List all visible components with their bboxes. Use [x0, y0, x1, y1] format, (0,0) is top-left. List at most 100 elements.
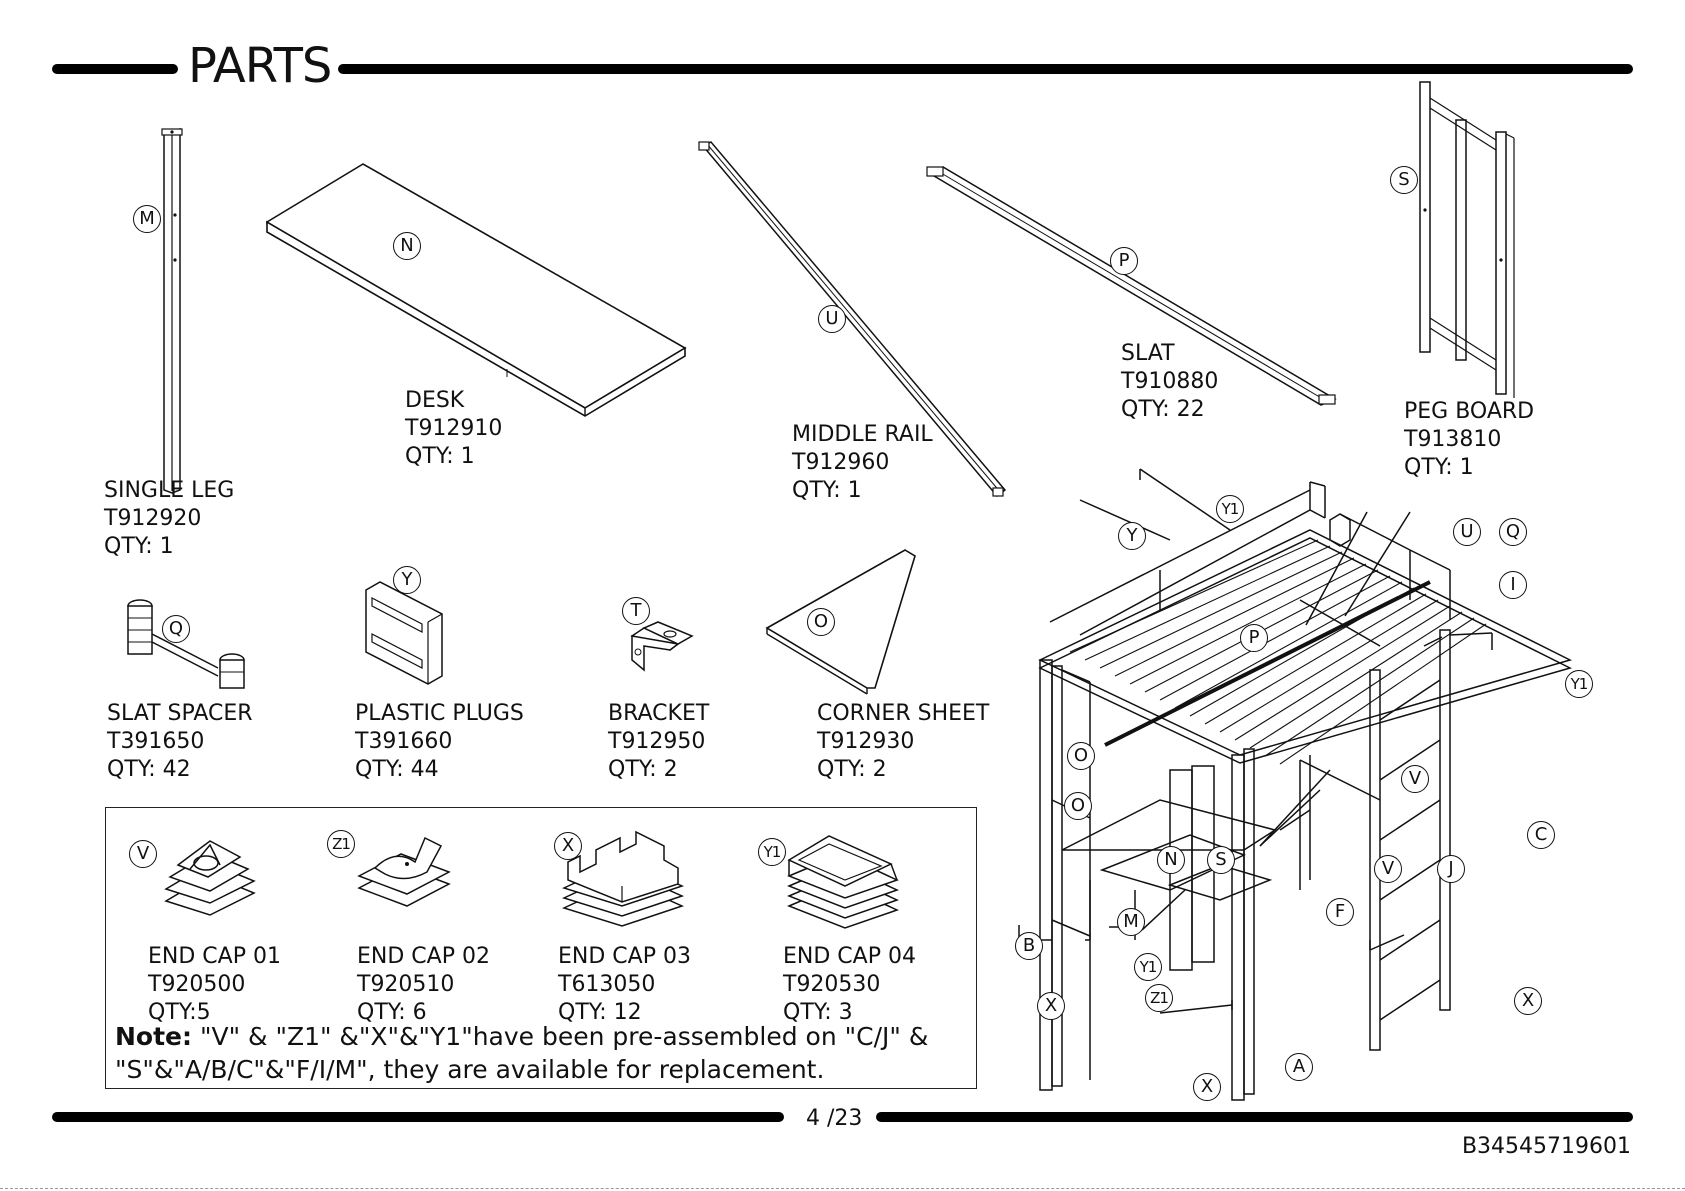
end-cap-03-qty: QTY: 12	[558, 1000, 642, 1025]
callout-o-2: O	[1064, 792, 1092, 820]
callout-i: I	[1499, 571, 1527, 599]
callout-o-1: O	[1067, 742, 1095, 770]
single-leg-label: SINGLE LEG T912920 QTY: 1	[104, 477, 234, 561]
note-text: Note: "V" & "Z1" &"X"&"Y1"have been pre-…	[115, 1020, 928, 1086]
callout-q-slat-spacer: Q	[162, 615, 190, 643]
callout-z1-end-cap-02: Z1	[327, 830, 355, 858]
callout-x-left: X	[1037, 992, 1065, 1020]
desk-drawing	[266, 163, 687, 417]
page-title: PARTS	[188, 38, 332, 94]
desk-name: DESK	[405, 388, 465, 413]
callout-a: A	[1285, 1053, 1313, 1081]
bracket-drawing	[630, 621, 694, 672]
desk-qty: QTY: 1	[405, 444, 475, 469]
end-cap-01-qty: QTY:5	[148, 1000, 211, 1025]
bracket-code: T912950	[608, 729, 706, 754]
callout-y: Y	[1118, 522, 1146, 550]
peg-board-qty: QTY: 1	[1404, 455, 1474, 480]
assembled-loft-bed-drawing	[1018, 468, 1573, 1101]
callout-t-bracket: T	[622, 597, 650, 625]
callout-x-end-cap-03: X	[554, 832, 582, 860]
end-cap-03-code: T613050	[558, 972, 656, 997]
callout-y-plastic-plugs: Y	[393, 566, 421, 594]
callout-z1: Z1	[1145, 984, 1173, 1012]
end-cap-01-code: T920500	[148, 972, 246, 997]
callout-s-peg-board: S	[1390, 166, 1418, 194]
slat-qty: QTY: 22	[1121, 397, 1205, 422]
callout-n-desk: N	[393, 232, 421, 260]
callout-u: U	[1453, 518, 1481, 546]
desk-code: T912910	[405, 416, 503, 441]
end-caps-box	[105, 807, 977, 1089]
callout-y1-top: Y1	[1216, 495, 1244, 523]
corner-sheet-code: T912930	[817, 729, 915, 754]
header-rule-right	[338, 64, 1633, 74]
end-cap-04-name: END CAP 04	[783, 944, 916, 969]
end-cap-02-label: END CAP 02 T920510 QTY: 6	[357, 943, 490, 1027]
middle-rail-code: T912960	[792, 450, 890, 475]
footer-rule-left	[52, 1112, 784, 1122]
single-leg-drawing	[161, 128, 183, 494]
end-cap-01-label: END CAP 01 T920500 QTY:5	[148, 943, 281, 1027]
desk-label: DESK T912910 QTY: 1	[405, 387, 502, 471]
slat-label: SLAT T910880 QTY: 22	[1121, 340, 1218, 424]
note-line-2: "S"&"A/B/C"&"F/I/M", they are available …	[115, 1055, 825, 1084]
bottom-dashed-line	[0, 1188, 1685, 1189]
slat-code: T910880	[1121, 369, 1219, 394]
callout-x-bottom: X	[1193, 1073, 1221, 1101]
bracket-name: BRACKET	[608, 701, 710, 726]
callout-y1-right: Y1	[1565, 670, 1593, 698]
plastic-plugs-drawing	[365, 581, 443, 685]
note-label: Note:	[115, 1022, 193, 1051]
plastic-plugs-label: PLASTIC PLUGS T391660 QTY: 44	[355, 700, 524, 784]
callout-c: C	[1527, 821, 1555, 849]
single-leg-qty: QTY: 1	[104, 534, 174, 559]
plastic-plugs-name: PLASTIC PLUGS	[355, 701, 524, 726]
header-rule-left	[52, 64, 178, 74]
page-number: 4 /23	[806, 1106, 863, 1131]
middle-rail-qty: QTY: 1	[792, 478, 862, 503]
end-cap-04-drawing	[787, 835, 899, 929]
end-cap-02-code: T920510	[357, 972, 455, 997]
callout-s: S	[1207, 846, 1235, 874]
callout-m-single-leg: M	[133, 205, 161, 233]
note-line-1: "V" & "Z1" &"X"&"Y1"have been pre-assemb…	[192, 1022, 929, 1051]
corner-sheet-qty: QTY: 2	[817, 757, 887, 782]
end-cap-01-name: END CAP 01	[148, 944, 281, 969]
end-cap-04-qty: QTY: 3	[783, 1000, 853, 1025]
single-leg-name: SINGLE LEG	[104, 478, 235, 503]
callout-v-end-cap-01: V	[129, 840, 157, 868]
middle-rail-name: MIDDLE RAIL	[792, 422, 933, 447]
callout-p-slat: P	[1110, 247, 1138, 275]
footer-rule-right	[876, 1112, 1633, 1122]
callout-j: J	[1437, 855, 1465, 883]
corner-sheet-label: CORNER SHEET T912930 QTY: 2	[817, 700, 989, 784]
callout-b: B	[1015, 932, 1043, 960]
callout-n: N	[1157, 846, 1185, 874]
document-id: B34545719601	[1461, 1134, 1631, 1159]
plastic-plugs-qty: QTY: 44	[355, 757, 439, 782]
bracket-label: BRACKET T912950 QTY: 2	[608, 700, 709, 784]
callout-u-middle-rail: U	[818, 305, 846, 333]
slat-spacer-qty: QTY: 42	[107, 757, 191, 782]
slat-spacer-drawing	[127, 599, 245, 689]
peg-board-label: PEG BOARD T913810 QTY: 1	[1404, 398, 1534, 482]
corner-sheet-drawing	[765, 549, 916, 695]
end-cap-02-name: END CAP 02	[357, 944, 490, 969]
single-leg-code: T912920	[104, 506, 202, 531]
plastic-plugs-code: T391660	[355, 729, 453, 754]
corner-sheet-name: CORNER SHEET	[817, 701, 990, 726]
slat-drawing	[926, 166, 1337, 406]
callout-o-corner-sheet: O	[807, 608, 835, 636]
end-cap-03-name: END CAP 03	[558, 944, 691, 969]
slat-spacer-label: SLAT SPACER T391650 QTY: 42	[107, 700, 253, 784]
peg-board-name: PEG BOARD	[1404, 399, 1535, 424]
slat-spacer-code: T391650	[107, 729, 205, 754]
callout-v-1: V	[1401, 765, 1429, 793]
callout-q: Q	[1499, 518, 1527, 546]
peg-board-drawing	[1419, 81, 1515, 398]
bracket-qty: QTY: 2	[608, 757, 678, 782]
callout-v-2: V	[1374, 855, 1402, 883]
end-cap-04-code: T920530	[783, 972, 881, 997]
callout-f: F	[1326, 898, 1354, 926]
